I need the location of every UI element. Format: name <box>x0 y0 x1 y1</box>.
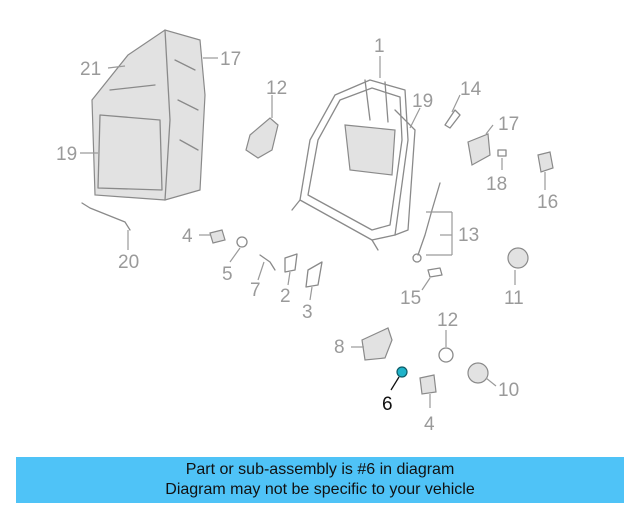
callout-8: 8 <box>334 337 345 358</box>
part-18 <box>497 149 507 157</box>
callout-12: 12 <box>437 310 458 331</box>
part-4-top <box>209 229 226 244</box>
callout-9: 12 <box>266 78 287 99</box>
part-15 <box>427 267 443 278</box>
callout-5: 5 <box>222 264 233 285</box>
callout-13: 13 <box>458 225 479 246</box>
info-banner: Part or sub-assembly is #6 in diagram Di… <box>16 457 624 503</box>
callout-4-top: 4 <box>182 226 193 247</box>
leader-lines <box>80 56 546 408</box>
callout-4-bottom: 4 <box>424 414 435 435</box>
part-13-rod <box>417 182 441 256</box>
callout-15: 15 <box>400 288 421 309</box>
part-8 <box>361 327 393 361</box>
callout-1: 1 <box>374 36 385 57</box>
callout-3: 3 <box>302 302 313 323</box>
part-7 <box>259 254 276 271</box>
part-5 <box>236 236 248 248</box>
part-9-bracket <box>245 117 279 159</box>
callout-21: 19 <box>56 144 77 165</box>
part-12 <box>438 347 454 363</box>
callout-2: 2 <box>280 286 291 307</box>
callout-17: 17 <box>498 114 519 135</box>
callout-20: 17 <box>220 49 241 70</box>
part-13-end <box>412 253 422 263</box>
callout-18: 18 <box>486 174 507 195</box>
callout-6-highlighted: 6 <box>382 394 393 415</box>
part-3 <box>305 261 323 288</box>
callout-11: 11 <box>504 288 524 309</box>
callout-labels: 21 17 19 20 1 19 12 14 17 18 16 13 15 11… <box>56 36 558 435</box>
part-10 <box>467 362 489 384</box>
part-6-highlighted <box>396 366 408 378</box>
part-11 <box>507 247 529 269</box>
part-14 <box>444 109 461 129</box>
part-4-bottom <box>419 374 437 395</box>
callout-19: 19 <box>412 91 433 112</box>
callout-22: 20 <box>118 252 139 273</box>
callout-10: 10 <box>498 380 519 401</box>
banner-line-1: Part or sub-assembly is #6 in diagram <box>185 461 455 478</box>
callout-7: 7 <box>250 280 261 301</box>
wire-rod <box>81 202 131 231</box>
banner-line-2: Diagram may not be specific to your vehi… <box>165 481 475 498</box>
part-16 <box>537 151 554 173</box>
seat-back-cushion <box>91 29 206 201</box>
part-17 <box>467 133 491 166</box>
callout-16: 16 <box>537 192 558 213</box>
callout-14: 14 <box>460 79 482 100</box>
part-2 <box>284 253 298 273</box>
parts-diagram: 21 17 19 20 1 19 12 14 17 18 16 13 15 11… <box>56 29 558 435</box>
callout-23: 21 <box>80 59 101 80</box>
seat-frame <box>291 79 416 251</box>
